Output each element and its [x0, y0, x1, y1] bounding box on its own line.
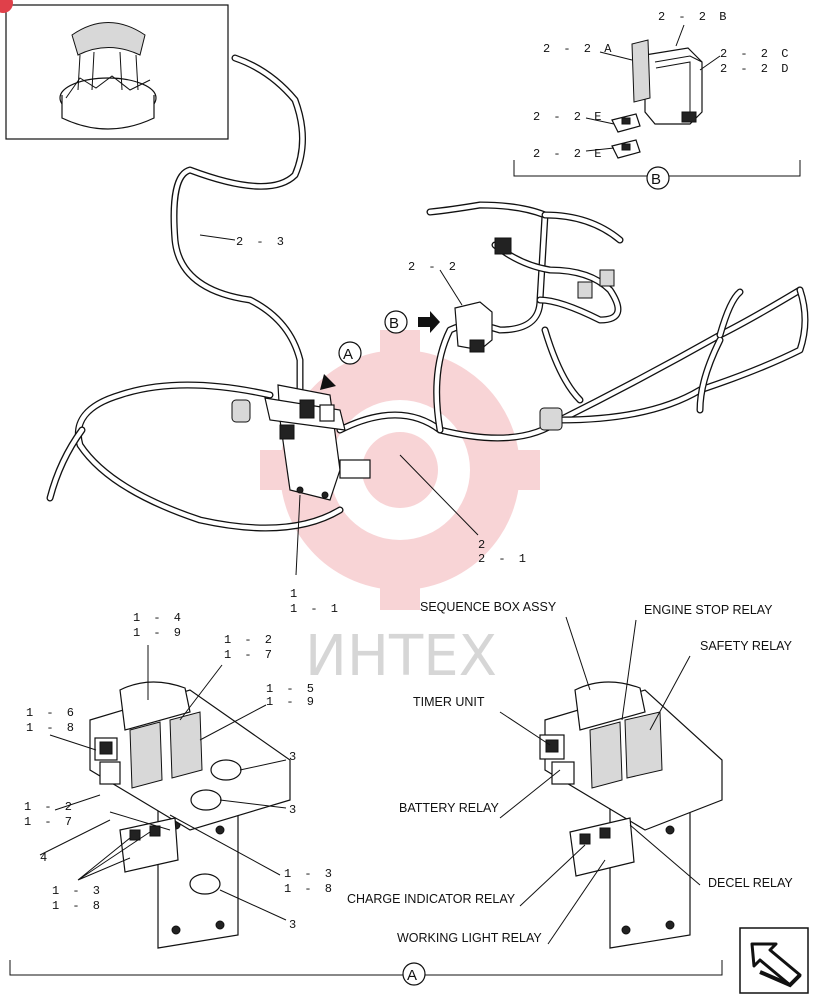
label-timer-unit: TIMER UNIT: [413, 695, 485, 709]
connector-right: [539, 407, 563, 431]
label-2-3: 2 - 3: [236, 235, 287, 249]
connector-left: [231, 399, 251, 423]
label-3a: 3: [289, 750, 299, 764]
label-decel-relay: DECEL RELAY: [708, 876, 793, 890]
label-2-2d: 2 - 2 D: [720, 62, 791, 76]
arrow-a-icon: [320, 366, 348, 390]
label-sequence-box-assy: SEQUENCE BOX ASSY: [420, 600, 557, 614]
view-arrow-a: A: [320, 341, 362, 390]
label-battery-relay: BATTERY RELAY: [399, 801, 499, 815]
detail-a-callout-letter: A: [407, 967, 417, 984]
nav-arrow-button[interactable]: [739, 927, 809, 994]
label-1-7a: 1 - 7: [224, 648, 275, 662]
label-engine-stop-relay: ENGINE STOP RELAY: [644, 603, 773, 617]
label-1-9b: 1 - 9: [266, 695, 317, 709]
detail-b-callout-letter: B: [651, 171, 661, 188]
arrow-b-icon: [418, 311, 440, 333]
detail-b: B 2 - 2 A 2 - 2 B 2 - 2 C 2 - 2 D 2 - 2 …: [513, 10, 801, 190]
label-2-2c: 2 - 2 C: [720, 47, 791, 61]
label-4: 4: [40, 851, 50, 865]
label-1-9a: 1 - 9: [133, 626, 184, 640]
fuse-2-2e-lower: [611, 139, 641, 159]
detail-a-callout: [402, 962, 426, 986]
svg-text:A: A: [343, 346, 353, 363]
fuse-2-2e-upper: [611, 113, 641, 133]
label-1-3a: 1 - 3: [52, 884, 103, 898]
detail-a-right: SEQUENCE BOX ASSY ENGINE STOP RELAY SAFE…: [347, 600, 793, 949]
inset-badge: [0, 0, 13, 13]
label-2-2e-upper: 2 - 2 E: [533, 110, 604, 124]
label-1-4: 1 - 4: [133, 611, 184, 625]
relay-2-2-main: [454, 301, 493, 353]
label-3c: 3: [289, 918, 299, 932]
label-2-2: 2 - 2: [408, 260, 459, 274]
label-1-8a: 1 - 8: [26, 721, 77, 735]
detail-a-left: 1 - 4 1 - 9 1 - 2 1 - 7 1 - 5 1 - 9 1 - …: [24, 611, 335, 949]
connector-upper-3: [599, 269, 615, 287]
label-1-1: 1 - 1: [290, 602, 341, 616]
label-1-7b: 1 - 7: [24, 815, 75, 829]
inset-thumbnail[interactable]: [0, 0, 229, 140]
detail-b-bracket: [513, 160, 801, 177]
label-2: 2: [478, 538, 488, 552]
label-1-8c: 1 - 8: [284, 882, 335, 896]
label-1-2a: 1 - 2: [224, 633, 275, 647]
detail-a-bracket: A: [9, 960, 723, 986]
label-3b: 3: [289, 803, 299, 817]
label-safety-relay: SAFETY RELAY: [700, 639, 793, 653]
arrow-icon: [750, 942, 802, 988]
label-1-5: 1 - 5: [266, 682, 317, 696]
sequence-box-main: [264, 384, 371, 501]
label-1-2b: 1 - 2: [24, 800, 75, 814]
label-2-2a: 2 - 2 A: [543, 42, 614, 56]
watermark-text: ИНТЕХ: [305, 624, 497, 689]
connector-upper-1: [494, 237, 512, 255]
label-working-light-relay: WORKING LIGHT RELAY: [397, 931, 542, 945]
label-1-3b: 1 - 3: [284, 867, 335, 881]
label-charge-indicator-relay: CHARGE INDICATOR RELAY: [347, 892, 516, 906]
svg-text:B: B: [389, 315, 399, 332]
detail-b-callout: [646, 166, 670, 190]
label-1-6: 1 - 6: [26, 706, 77, 720]
label-1: 1: [290, 587, 300, 601]
label-1-8b: 1 - 8: [52, 899, 103, 913]
label-2-2e-lower: 2 - 2 E: [533, 147, 604, 161]
connector-upper-2: [577, 281, 593, 299]
view-arrow-b: B: [384, 310, 440, 334]
relay-box-2-2: [631, 39, 703, 125]
label-2-1: 2 - 1: [478, 552, 529, 566]
main-harness: 2 - 3 2 - 2 2 2 - 1 1 1 - 1 A B: [46, 54, 809, 616]
label-2-2b: 2 - 2 B: [658, 10, 729, 24]
